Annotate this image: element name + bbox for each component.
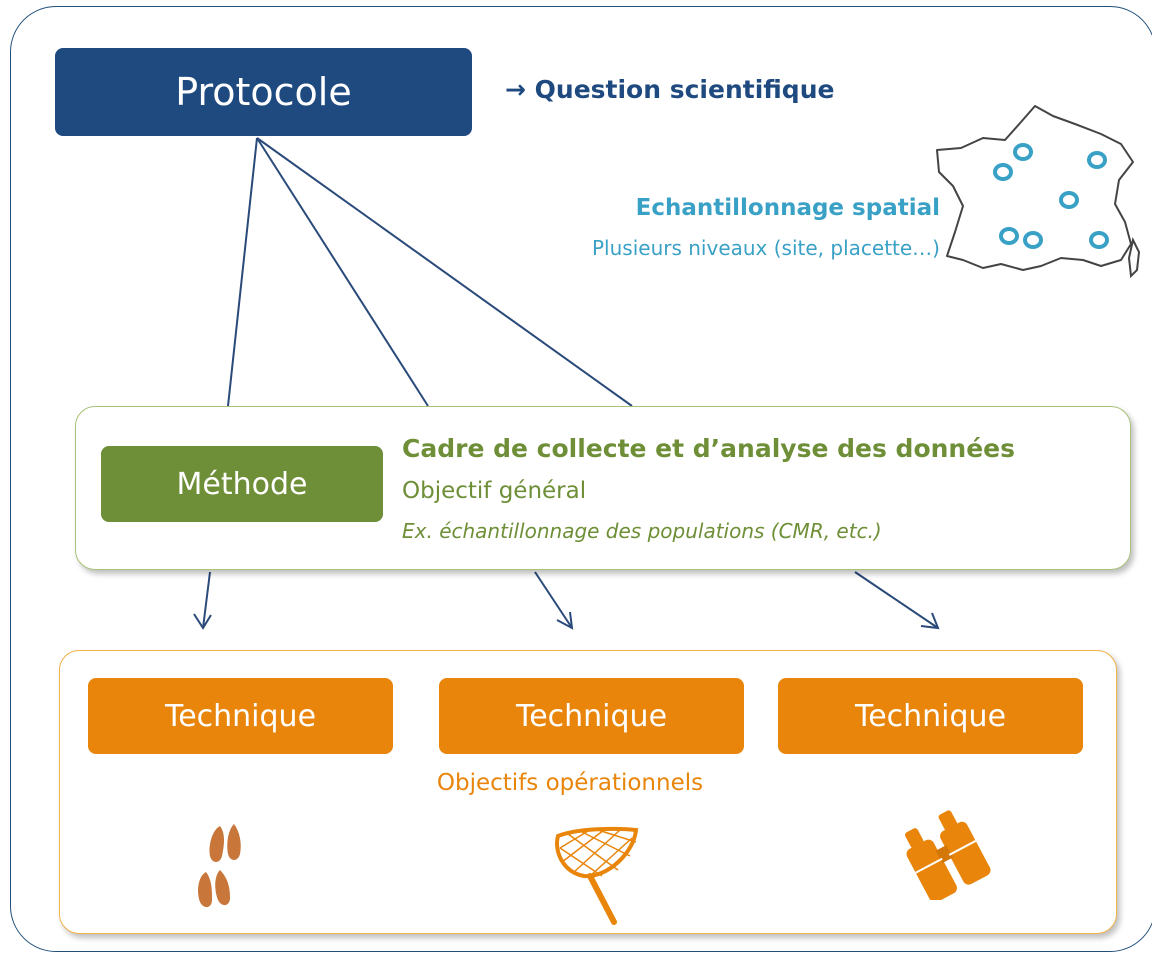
operational-objectives: Objectifs opérationnels	[436, 770, 704, 796]
technique-box-3: Technique	[778, 678, 1083, 754]
arrow-shaft-left	[202, 571, 211, 629]
protocole-box: Protocole	[55, 48, 472, 136]
technique-label: Technique	[515, 698, 668, 734]
technique-box-1: Technique	[88, 678, 393, 754]
butterfly-net-icon	[555, 826, 639, 925]
line-protocole-right	[256, 137, 633, 407]
arrow-shaft-right	[854, 571, 939, 629]
hoofprint-icon	[198, 824, 241, 908]
arrowhead-middle	[556, 611, 574, 630]
methode-example: Ex. échantillonnage des populations (CMR…	[402, 519, 882, 543]
line-protocole-left	[227, 137, 258, 407]
question-text: → Question scientifique	[505, 75, 835, 104]
echantillonnage-title: Echantillonnage spatial	[635, 195, 940, 221]
protocole-label: Protocole	[175, 70, 352, 114]
echantillonnage-subtitle: Plusieurs niveaux (site, placette…)	[592, 236, 940, 260]
arrow-shaft-middle	[534, 571, 573, 629]
technique-label: Technique	[164, 698, 317, 734]
france-map-icon	[936, 105, 1141, 279]
methode-label: Méthode	[176, 466, 308, 502]
arrowhead-left	[193, 613, 212, 630]
arrowhead-right	[920, 612, 940, 630]
methode-title: Cadre de collecte et d’analyse des donné…	[402, 434, 1016, 463]
technique-box-2: Technique	[439, 678, 744, 754]
methode-box: Méthode	[101, 446, 383, 522]
technique-label: Technique	[854, 698, 1007, 734]
binoculars-icon	[905, 810, 991, 900]
methode-objective: Objectif général	[402, 478, 587, 504]
line-protocole-middle	[256, 137, 429, 407]
